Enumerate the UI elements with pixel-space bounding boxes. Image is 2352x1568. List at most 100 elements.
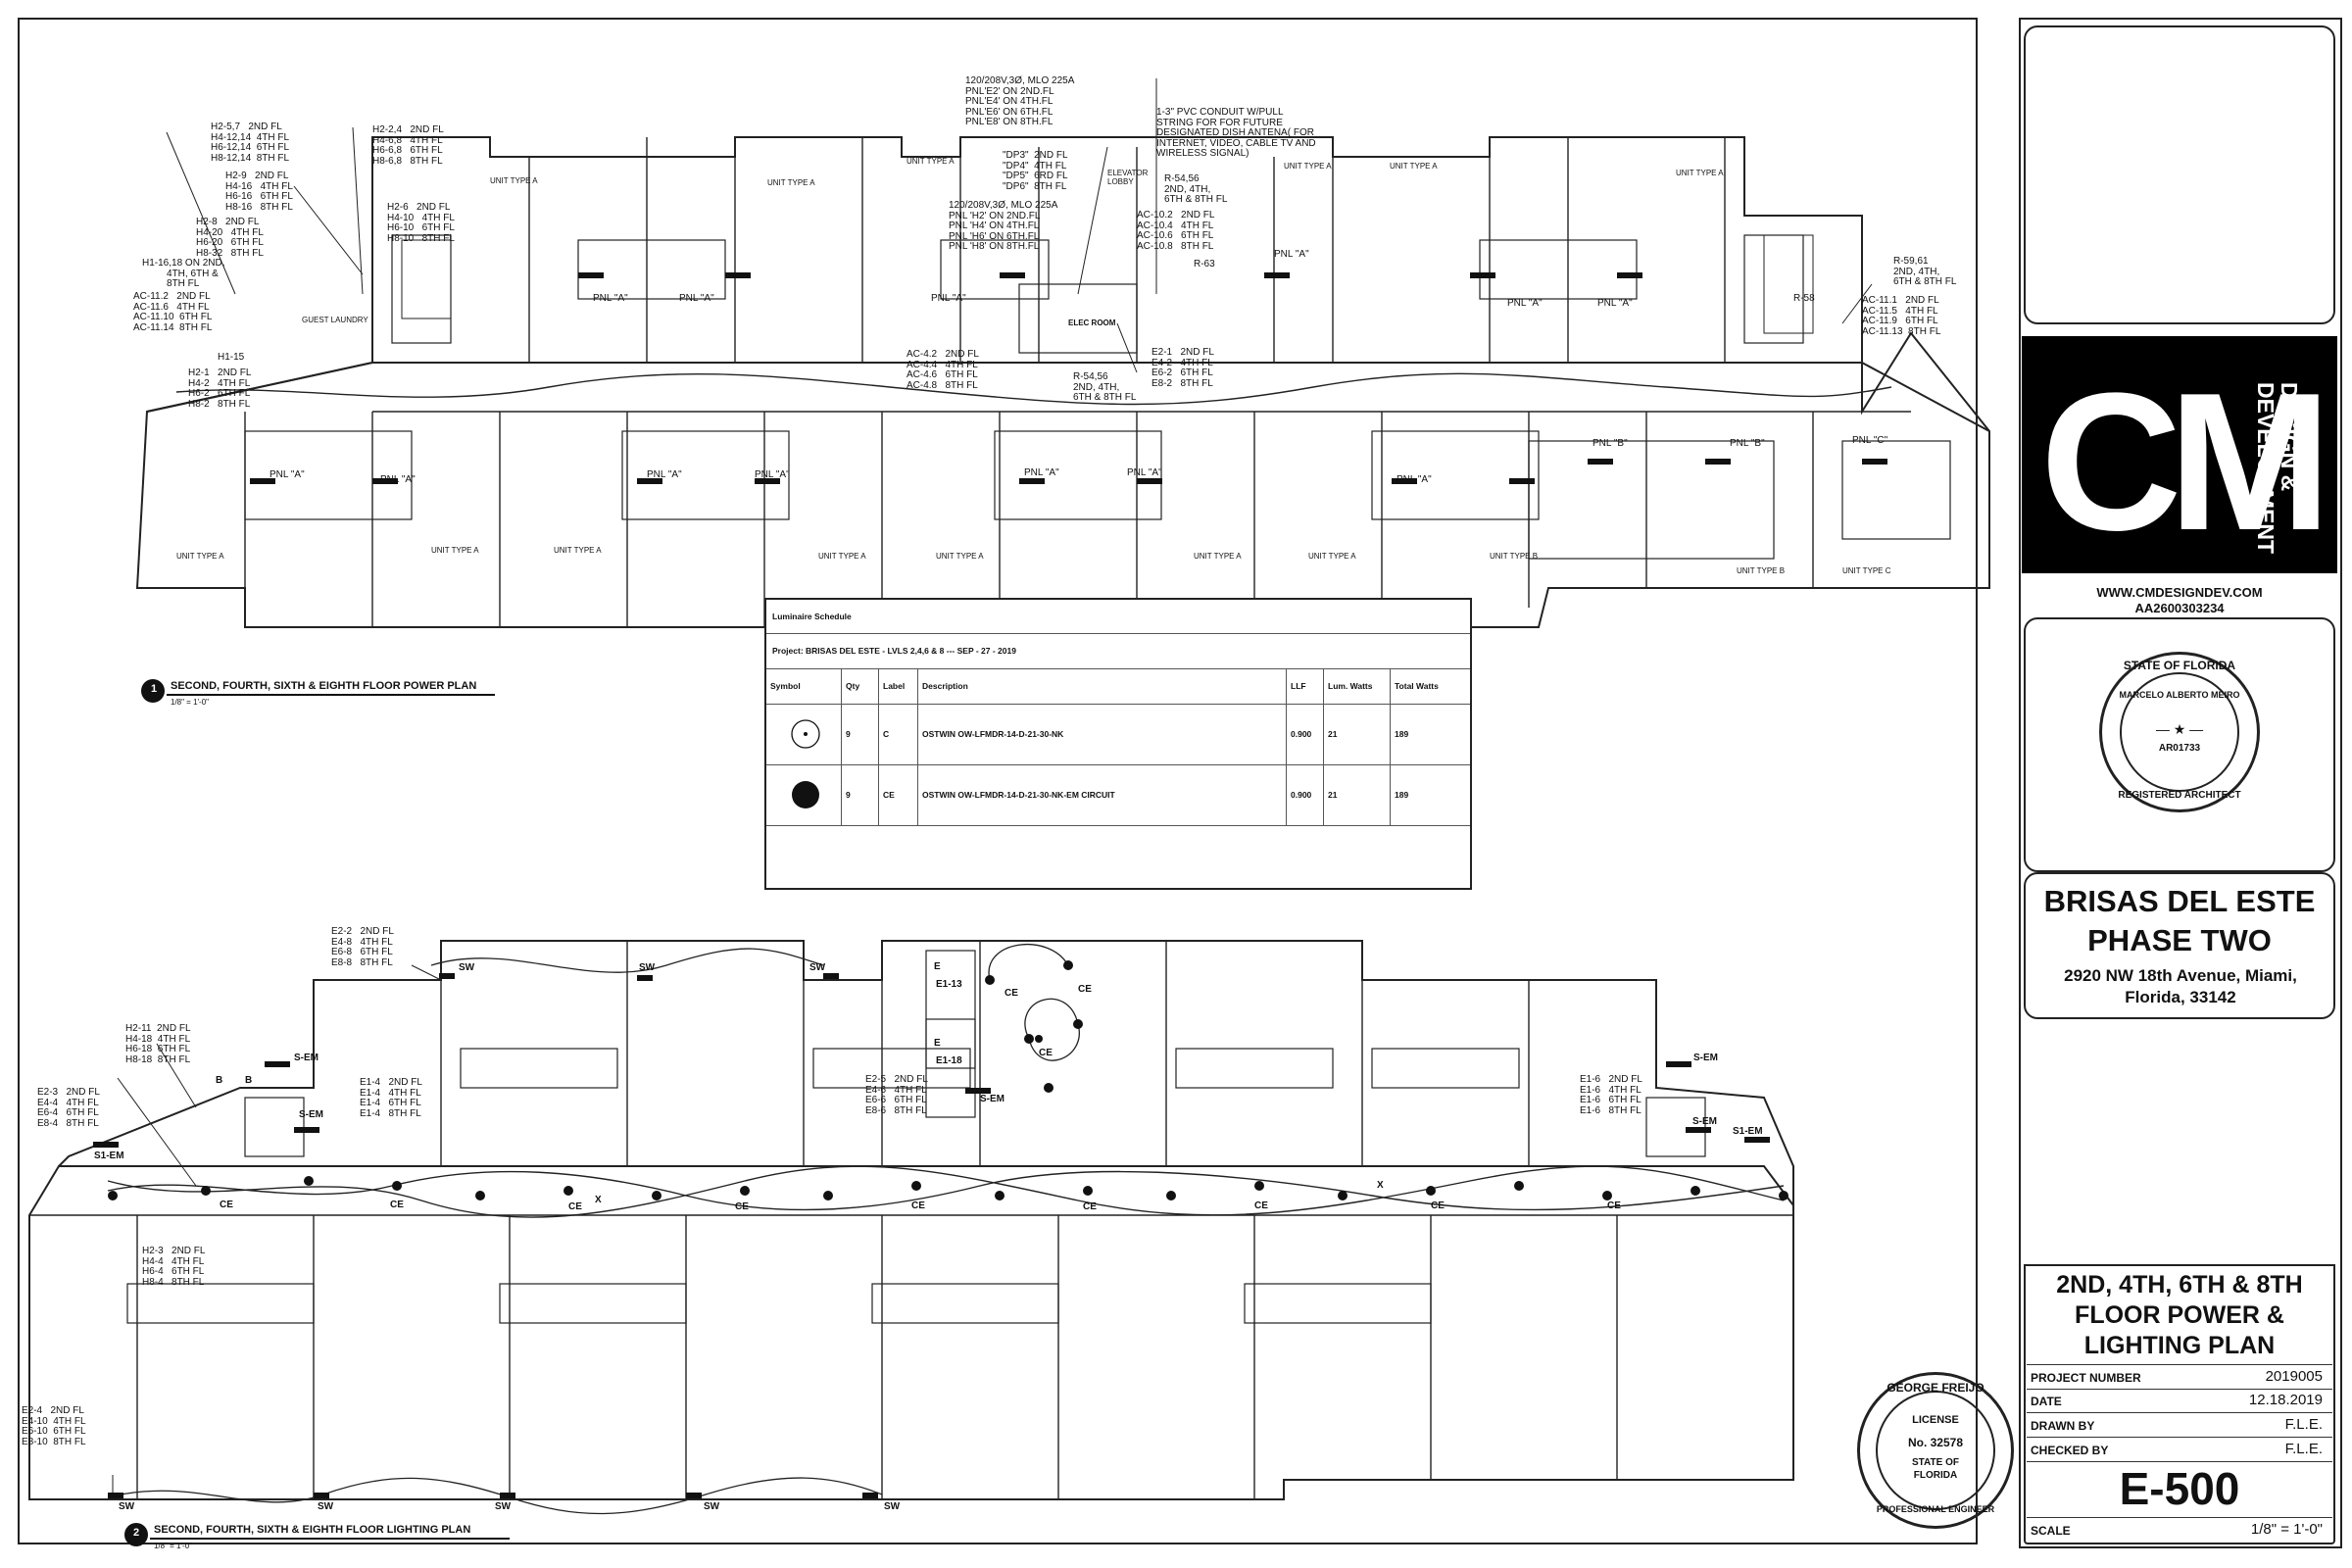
guest-laundry-label: GUEST LAUNDRY (302, 316, 368, 324)
star-icon: — ★ — (2155, 721, 2204, 737)
row-label: C (878, 704, 917, 764)
switch-label: SW (119, 1501, 135, 1512)
power-note-h1-15: H1-15 (218, 352, 245, 363)
pnl-a-label: PNL "A" (380, 474, 416, 485)
lighting-plan-scale: 1/8" = 1'-0" (154, 1542, 193, 1550)
power-note-h2-2: H2-2,4 2ND FL H4-6,8 4TH FL H6-6,8 6TH F… (372, 124, 444, 167)
lighting-switch-wave-top (430, 948, 824, 973)
schedule-header-row: Symbol Qty Label Description LLF Lum. Wa… (766, 668, 1470, 705)
row-lum-watts: 21 (1323, 704, 1390, 764)
project-number-label: PROJECT NUMBER (2031, 1371, 2141, 1385)
b-label: B (245, 1075, 253, 1086)
power-note-ac-11-2: AC-11.2 2ND FL AC-11.6 4TH FL AC-11.10 6… (133, 291, 213, 333)
row-lum-watts: 21 (1323, 764, 1390, 825)
seal-state-text: STATE OF FLORIDA (2123, 659, 2236, 672)
ce-label: CE (1083, 1201, 1097, 1212)
header-total-watts: Total Watts (1390, 668, 1472, 704)
sem-label: S-EM (1692, 1116, 1717, 1127)
lighting-plan-outline (28, 940, 1794, 1500)
date-label: DATE (2031, 1395, 2062, 1408)
row-description: OSTWIN OW-LFMDR-14-D-21-30-NK (917, 704, 1286, 764)
ce-label: CE (390, 1200, 404, 1210)
unit-type-label: UNIT TYPE B (1737, 566, 1786, 575)
power-note-ac-11-1: AC-11.1 2ND FL AC-11.5 4TH FL AC-11.9 6T… (1862, 295, 1941, 337)
license-number: AA2600303234 (2134, 601, 2225, 615)
e1-18-label: E1-18 (936, 1055, 962, 1066)
row-label: CE (878, 764, 917, 825)
pnl-a-label: PNL "A" (647, 469, 682, 480)
power-note-ac-4: AC-4.2 2ND FL AC-4.4 4TH FL AC-4.6 6TH F… (906, 349, 979, 391)
seal-engineer-name: GEORGE FREIJO (1886, 1381, 1984, 1395)
website: WWW.CMDESIGNDEV.COM (2096, 585, 2263, 600)
sem-label: S-EM (299, 1109, 323, 1120)
header-description: Description (917, 668, 1286, 704)
power-note-r-63: R-63 (1194, 259, 1215, 270)
power-corridor (146, 362, 1990, 432)
pnl-a-label: PNL "A" (755, 469, 790, 480)
power-note-r-54-56-b: R-54,56 2ND, 4TH, 6TH & 8TH FL (1073, 371, 1137, 403)
switch-label: SW (495, 1501, 512, 1512)
unit-type-label: UNIT TYPE A (906, 157, 955, 166)
e1-13-label: E1-13 (936, 979, 962, 990)
power-note-h2-1: H2-1 2ND FL H4-2 4TH FL H6-2 6TH FL H8-2… (188, 368, 252, 410)
cm-logo-text: CM (2040, 353, 2331, 571)
drawn-by-label: DRAWN BY (2031, 1419, 2095, 1433)
unit-type-label: UNIT TYPE C (1842, 566, 1891, 575)
ce-label: CE (1254, 1200, 1268, 1211)
power-plan-number: 1 (150, 683, 158, 695)
power-plan-scale: 1/8" = 1'-0" (171, 698, 210, 707)
ce-label: CE (1004, 988, 1018, 999)
title-block-blank-box (2024, 25, 2335, 324)
lighting-note-e2-2: E2-2 2ND FL E4-8 4TH FL E6-8 6TH FL E8-8… (331, 926, 394, 968)
header-qty: Qty (841, 668, 878, 704)
architect-seal-inner (2120, 672, 2239, 792)
unit-type-label: UNIT TYPE A (1390, 162, 1438, 171)
lighting-note-e1-4: E1-4 2ND FL E1-4 4TH FL E1-4 6TH FL E1-4… (360, 1077, 422, 1119)
power-plan-title: SECOND, FOURTH, SIXTH & EIGHTH FLOOR POW… (171, 680, 477, 692)
ce-label: CE (220, 1200, 233, 1210)
sheet-title-line-2: FLOOR POWER & (2075, 1301, 2284, 1329)
sheet-number: E-500 (2119, 1463, 2240, 1514)
row-qty: 9 (841, 764, 878, 825)
symbol-c-icon (766, 704, 841, 764)
pnl-a-label: PNL "A" (1274, 249, 1309, 260)
checked-by-row: CHECKED BY F.L.E. (2027, 1438, 2332, 1462)
seal-architect-name: MARCELO ALBERTO MEIRO (2119, 690, 2240, 700)
b-label: B (216, 1075, 223, 1086)
power-note-panel-h: 120/208V,3Ø, MLO 225A PNL 'H2' ON 2ND.FL… (949, 200, 1058, 252)
symbol-ce-icon (766, 764, 841, 825)
date-value: 12.18.2019 (2248, 1392, 2323, 1408)
header-llf: LLF (1286, 668, 1323, 704)
unit-type-label: UNIT TYPE A (1284, 162, 1332, 171)
cm-logo (2022, 336, 2337, 573)
checked-by-label: CHECKED BY (2031, 1444, 2109, 1457)
drawn-by-row: DRAWN BY F.L.E. (2027, 1413, 2332, 1438)
power-note-h2-5: H2-5,7 2ND FL H4-12,14 4TH FL H6-12,14 6… (211, 122, 290, 164)
date-row: DATE 12.18.2019 (2027, 1389, 2332, 1413)
switch-label: SW (809, 962, 826, 973)
unit-type-label: UNIT TYPE A (176, 552, 224, 561)
ce-label: CE (735, 1201, 749, 1212)
x-label: X (595, 1195, 602, 1205)
schedule-project: Project: BRISAS DEL ESTE - LVLS 2,4,6 & … (772, 646, 1016, 656)
lighting-note-h2-3: H2-3 2ND FL H4-4 4TH FL H6-4 6TH FL H8-4… (142, 1246, 206, 1288)
pnl-a-label: PNL "A" (270, 469, 305, 480)
lighting-circuit-wave-b (107, 1165, 1785, 1218)
address-line-1: 2920 NW 18th Avenue, Miami, (2064, 966, 2297, 985)
project-name-line-1: BRISAS DEL ESTE (2043, 884, 2316, 918)
project-number-value: 2019005 (2265, 1368, 2323, 1385)
sem-label: S-EM (1693, 1053, 1718, 1063)
pnl-a-label: PNL "A" (679, 293, 714, 304)
unit-type-label: UNIT TYPE A (554, 546, 602, 555)
lighting-corridor (59, 1165, 1794, 1206)
pnl-a-label: PNL "A" (593, 293, 628, 304)
power-note-dp: "DP3" 2ND FL "DP4" 4TH FL "DP5" 6RD FL "… (1003, 150, 1068, 192)
luminaire-schedule: Luminaire Schedule Project: BRISAS DEL E… (764, 598, 1472, 890)
lighting-plan-number: 2 (132, 1527, 140, 1539)
scale-label: SCALE (2031, 1524, 2071, 1538)
pnl-a-label: PNL "A" (1127, 467, 1162, 478)
s1em-label: S1-EM (1733, 1126, 1763, 1137)
ce-label: CE (1607, 1200, 1621, 1211)
row-llf: 0.900 (1286, 764, 1323, 825)
